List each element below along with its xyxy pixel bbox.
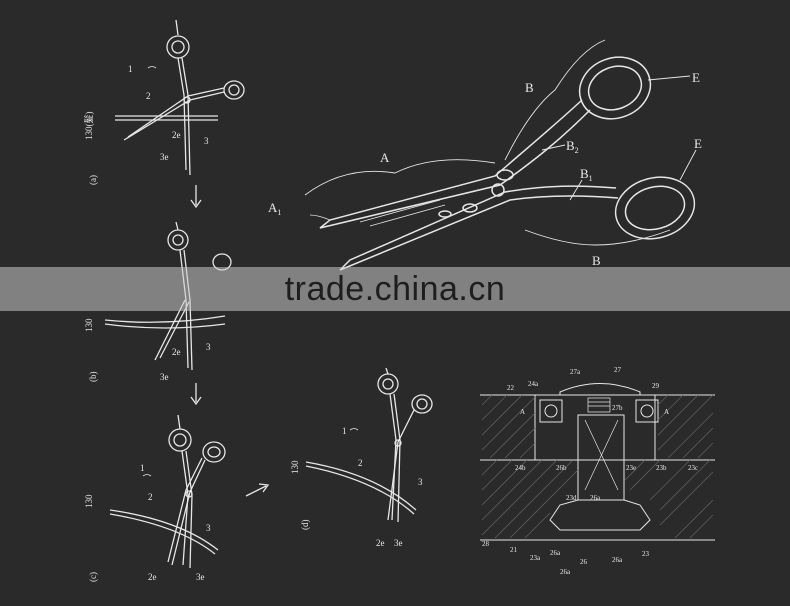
label-c-2: 2	[148, 492, 153, 502]
cs-A-right: A	[664, 408, 669, 416]
panel-c-label: (c)	[88, 572, 98, 582]
watermark-text: trade.china.cn	[284, 269, 506, 308]
arrow-a-b	[190, 185, 202, 209]
label-b-130: 130	[84, 318, 94, 332]
label-a-130: 130(髪)	[83, 112, 94, 141]
bracket-B-bottom	[524, 229, 671, 246]
cs-23: 23	[642, 550, 650, 558]
label-a-3e: 3e	[160, 152, 169, 162]
leader-B1	[569, 179, 583, 201]
label-c-2e: 2e	[148, 572, 157, 582]
cs-23c: 23c	[688, 464, 698, 472]
cs-28: 28	[482, 540, 490, 548]
leader-E-top	[647, 75, 691, 81]
cs-26a1: 26a	[550, 549, 561, 557]
cs-26a3: 26a	[560, 568, 571, 576]
label-d-2: 2	[358, 458, 363, 468]
panel-c-scissors	[109, 414, 226, 569]
label-b-3: 3	[206, 342, 211, 352]
panel-b-label: (b)	[88, 372, 98, 383]
cs-29: 29	[652, 382, 660, 390]
label-c-3e: 3e	[196, 572, 205, 582]
cross-section	[480, 383, 715, 541]
label-c-1: 1	[140, 463, 145, 473]
cs-27: 27	[614, 366, 622, 374]
cs-26a2: 26a	[590, 494, 601, 502]
label-a-1: 1	[128, 64, 133, 74]
cs-24b: 24b	[515, 464, 526, 472]
panel-d-scissors	[305, 367, 433, 523]
label-a-2: 2	[146, 91, 151, 101]
label-B-bottom: B	[592, 253, 601, 268]
cs-22: 22	[507, 384, 515, 392]
panel-a-label: (a)	[88, 175, 98, 185]
bracket-B-top	[504, 39, 606, 161]
label-b-2e: 2e	[172, 347, 181, 357]
leader-E-right	[679, 149, 697, 181]
label-b-3e: 3e	[160, 372, 169, 382]
cs-26: 26	[580, 558, 588, 566]
label-d-3: 3	[418, 477, 423, 487]
label-d-1: 1	[342, 426, 347, 436]
cs-23a: 23a	[530, 554, 541, 562]
label-d-2e: 2e	[376, 538, 385, 548]
cs-23e: 23e	[626, 464, 636, 472]
cs-26a: 26a	[612, 556, 623, 564]
leader-B2	[541, 144, 566, 151]
label-c-3: 3	[206, 523, 211, 533]
cs-27a: 27a	[570, 368, 581, 376]
large-scissors	[309, 56, 696, 271]
cs-26b: 26b	[556, 464, 567, 472]
label-d-130: 130	[290, 460, 300, 474]
cs-21: 21	[510, 546, 518, 554]
cs-24a: 24a	[528, 380, 539, 388]
panel-a-scissors	[115, 19, 245, 176]
label-E-top: E	[692, 70, 700, 85]
label-B-top: B	[525, 80, 534, 95]
label-d-3e: 3e	[394, 538, 403, 548]
cs-23b: 23b	[656, 464, 667, 472]
label-a-3: 3	[204, 136, 209, 146]
watermark-banner: trade.china.cn	[0, 267, 790, 311]
arrow-c-d	[245, 483, 270, 497]
label-A: A	[380, 150, 390, 165]
label-E-right: E	[694, 136, 702, 151]
label-c-130: 130	[84, 494, 94, 508]
label-A1: A1	[268, 200, 281, 217]
cs-23d: 23d	[566, 494, 577, 502]
label-B2: B2	[566, 138, 579, 155]
bracket-A	[304, 159, 496, 196]
label-B1: B1	[580, 166, 593, 183]
cs-27b: 27b	[612, 404, 623, 412]
label-a-2e: 2e	[172, 130, 181, 140]
panel-d-label: (d)	[300, 520, 310, 531]
cs-A-left: A	[520, 408, 525, 416]
arrow-b-c	[190, 383, 202, 406]
